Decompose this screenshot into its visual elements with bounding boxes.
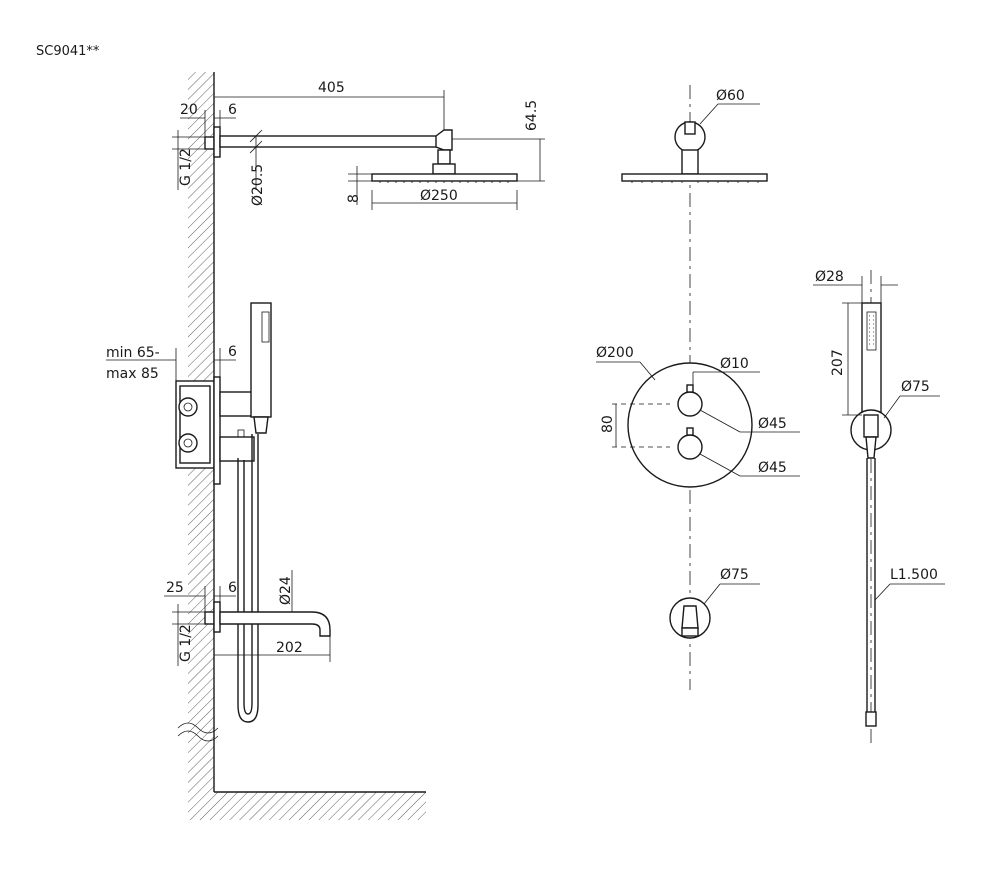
dim-hose-length: L1.500 xyxy=(890,567,938,583)
dim-holder-rosette: Ø75 xyxy=(901,379,930,395)
dim-thread-top: G 1/2 xyxy=(178,148,194,186)
dim-spout-rosette: Ø75 xyxy=(720,567,749,583)
valve-dimensions xyxy=(106,348,236,381)
hand-shower-dimensions xyxy=(813,276,945,601)
shower-arm-side xyxy=(204,126,456,175)
shower-head-side xyxy=(371,173,518,183)
dim-handle-diameter: Ø28 xyxy=(815,269,844,285)
mixer-plate-front xyxy=(596,361,800,488)
dim-spout-diameter: Ø24 xyxy=(278,576,294,605)
dim-cover-gap-top: 6 xyxy=(228,102,237,118)
dim-valve-depth-max: max 85 xyxy=(106,366,159,382)
dim-pin-diameter: Ø10 xyxy=(720,356,749,372)
valve-body-side xyxy=(175,302,272,485)
dim-head-drop: 64.5 xyxy=(524,100,540,131)
dim-spout-flange: 25 xyxy=(166,580,184,596)
dim-knob-bottom: Ø45 xyxy=(758,460,787,476)
spout-side xyxy=(204,601,331,637)
dim-shower-flange: Ø60 xyxy=(716,88,745,104)
dim-handle-length: 207 xyxy=(830,349,846,376)
dim-wall-flange: 20 xyxy=(180,102,198,118)
dim-knob-top: Ø45 xyxy=(758,416,787,432)
dim-head-thickness: 8 xyxy=(346,194,362,203)
dim-spout-length: 202 xyxy=(276,640,303,656)
dim-arm-length: 405 xyxy=(318,80,345,96)
dim-valve-depth-min: min 65- xyxy=(106,345,160,361)
drawing-title: SC9041** xyxy=(36,44,100,59)
dim-arm-diameter: Ø20.5 xyxy=(250,164,266,206)
hose-loop xyxy=(237,434,259,723)
shower-head-front xyxy=(621,103,768,183)
dim-thread-bottom: G 1/2 xyxy=(178,624,194,662)
dim-spout-cover-gap: 6 xyxy=(228,580,237,596)
dim-valve-cover-gap: 6 xyxy=(228,344,237,360)
spout-front xyxy=(669,583,760,639)
dim-head-diameter: Ø250 xyxy=(420,188,458,204)
dim-plate-diameter: Ø200 xyxy=(596,345,634,361)
dim-knob-spacing: 80 xyxy=(600,415,616,433)
spout-dimensions xyxy=(164,570,331,666)
dimensions-shower-side xyxy=(172,90,545,210)
hand-shower-front xyxy=(850,302,892,727)
